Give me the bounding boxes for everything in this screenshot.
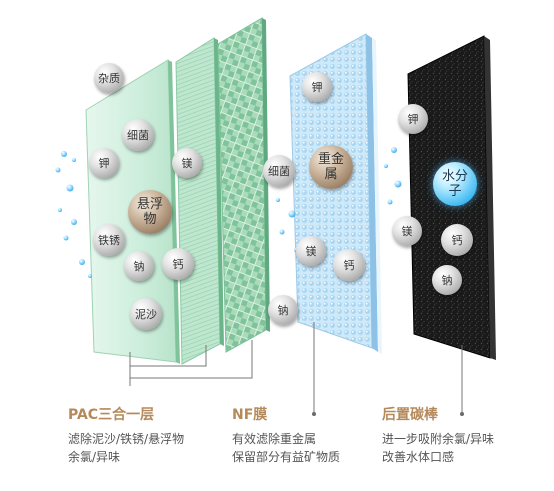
ball-bacteria: 细菌 (263, 155, 295, 187)
connector-dot (460, 412, 464, 416)
ball-suspended-solids: 悬浮物 (128, 190, 172, 234)
ball-magnesium: 镁 (296, 236, 326, 266)
nf-caption: NF膜 有效滤除重金属 保留部分有益矿物质 (232, 404, 340, 466)
ball-potassium: 钾 (398, 104, 428, 134)
carbon-caption-line: 进一步吸附余氯/异味 (382, 432, 495, 446)
ball-calcium: 钙 (162, 248, 194, 280)
ball-sediment: 泥沙 (130, 298, 162, 330)
ball-calcium: 钙 (441, 224, 473, 256)
pac-caption: PAC三合一层 滤除泥沙/铁锈/悬浮物 余氯/异味 (68, 404, 184, 466)
ball-magnesium: 镁 (172, 148, 202, 178)
ball-bacteria: 细菌 (122, 119, 154, 151)
nf-caption-line: 保留部分有益矿物质 (232, 450, 341, 464)
ball-rust: 铁锈 (93, 224, 125, 256)
ball-calcium: 钙 (333, 249, 365, 281)
carbon-caption-title: 后置碳棒 (382, 407, 438, 423)
nf-caption-title: NF膜 (232, 407, 268, 423)
ball-magnesium: 镁 (392, 216, 422, 246)
ball-sodium: 钠 (268, 295, 298, 325)
ball-sodium: 钠 (124, 251, 154, 281)
pac-caption-line: 滤除泥沙/铁锈/悬浮物 (68, 432, 185, 446)
carbon-caption-line: 改善水体口感 (382, 450, 455, 464)
carbon-caption: 后置碳棒 进一步吸附余氯/异味 改善水体口感 (382, 404, 494, 466)
connector-dot (312, 412, 316, 416)
ball-potassium: 钾 (302, 72, 332, 102)
ball-water-molecule: 水分子 (433, 162, 477, 206)
pac-caption-line: 余氯/异味 (68, 450, 121, 464)
ball-impurity: 杂质 (94, 63, 124, 93)
connector-lines (129, 322, 463, 414)
ball-potassium: 钾 (89, 148, 119, 178)
ball-sodium: 钠 (432, 265, 462, 295)
nf-caption-line: 有效滤除重金属 (232, 432, 317, 446)
ball-heavy-metal: 重金属 (309, 145, 353, 189)
pac-caption-title: PAC三合一层 (68, 407, 155, 423)
